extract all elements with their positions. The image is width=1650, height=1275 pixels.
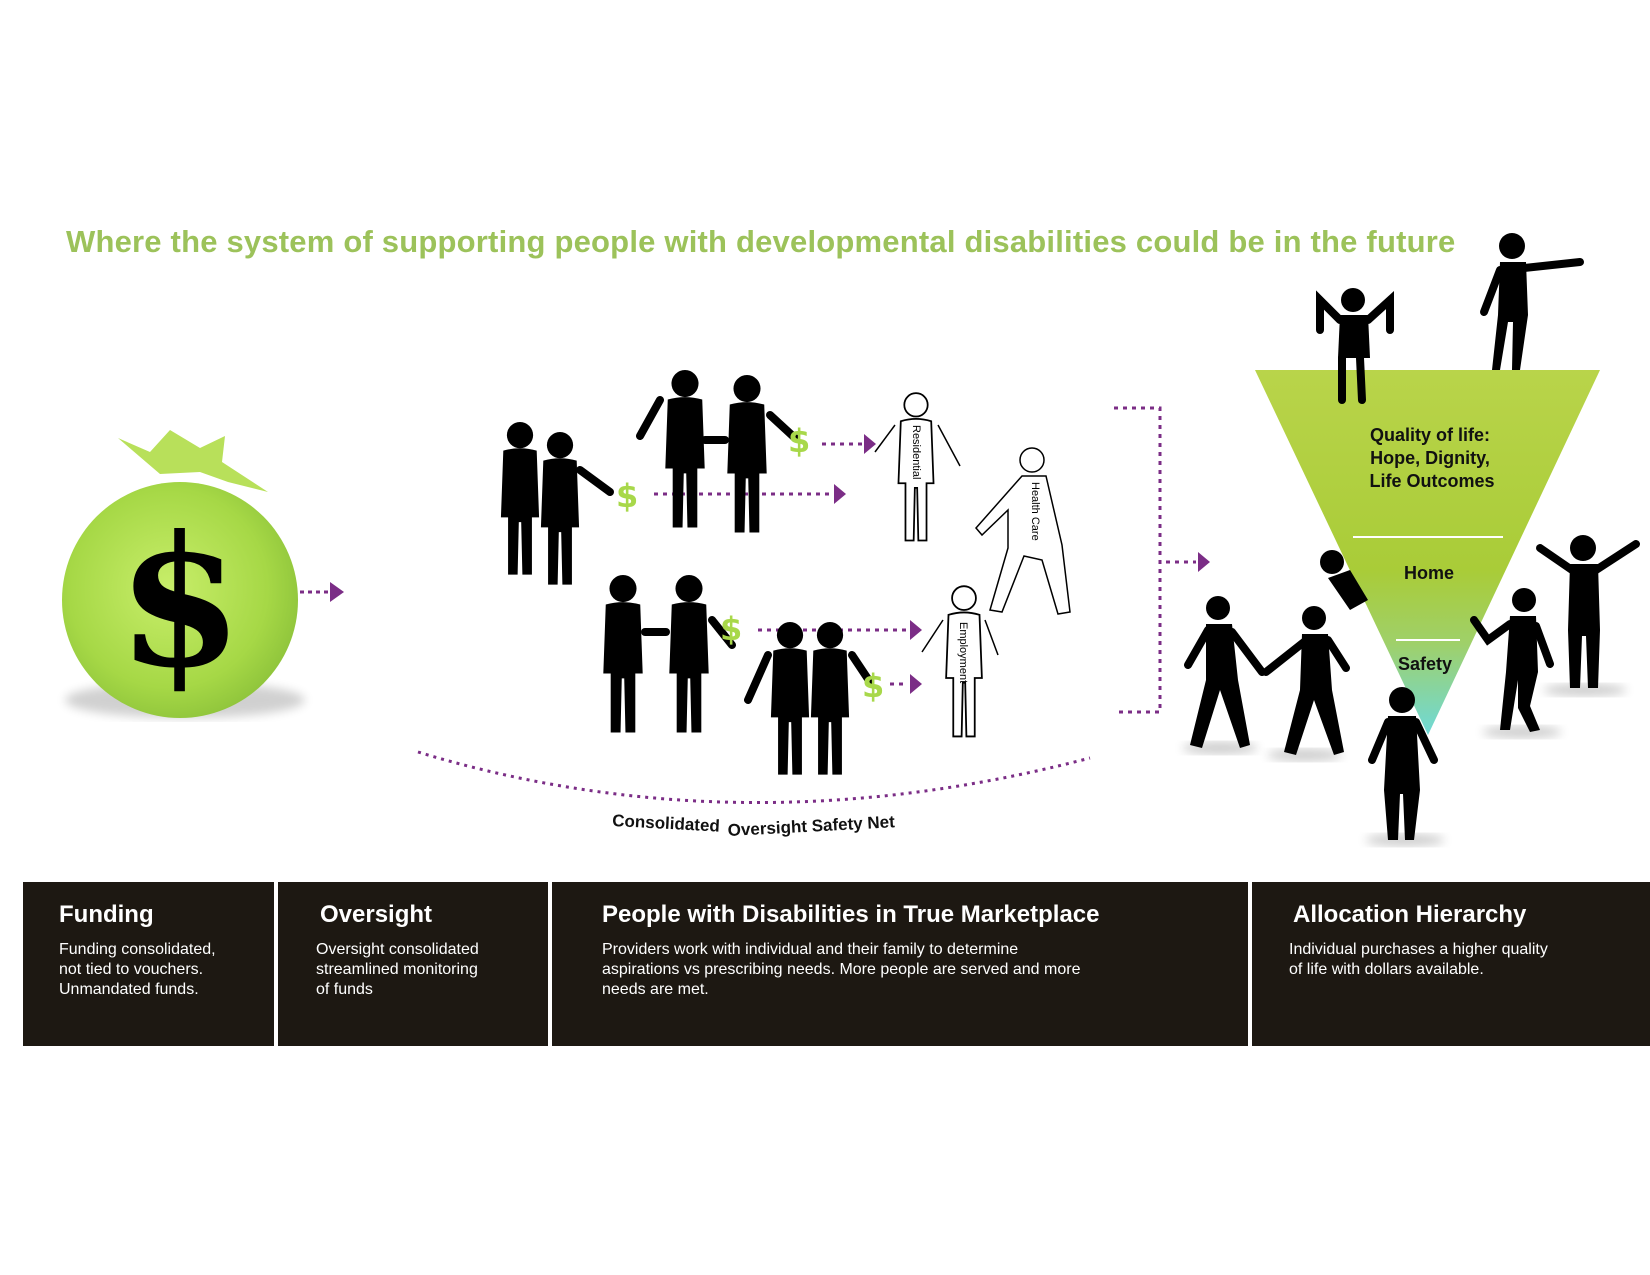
safety-net: Consolidated Oversight Safety Net (417, 750, 1091, 840)
hierarchy-top-line2: Hope, Dignity, (1370, 448, 1490, 468)
panel-line: of life with dollars available. (1289, 961, 1484, 978)
panel-line: Individual purchases a higher quality (1289, 941, 1548, 958)
panel-line: streamlined monitoring (316, 961, 478, 978)
bracket (1114, 406, 1210, 714)
label-individual: Individual (812, 655, 824, 701)
money-bag-icon: $ (62, 430, 305, 718)
label-guardian: Guardian (772, 655, 784, 700)
panel-text: Oversight consolidated streamlined monit… (316, 940, 479, 1000)
panel-marketplace: People with Disabilities in True Marketp… (552, 882, 1248, 1046)
dollar-icon: $ (720, 610, 742, 648)
safety-net-label-2: Oversight Safety Net (727, 812, 895, 840)
pair-2: Guardian Individual $ (636, 370, 876, 533)
pair-1: Guardian Individual $ (500, 422, 846, 585)
label-guardian: Guardian (522, 465, 534, 510)
hierarchy-top-line1: Quality of life: (1370, 425, 1490, 445)
panel-allocation: Allocation Hierarchy Individual purchase… (1252, 882, 1650, 1046)
label-residential: Residential (910, 425, 922, 479)
panel-line: Oversight consolidated (316, 941, 479, 958)
dollar-icon: $ (616, 477, 638, 515)
label-guardian: Guardian (676, 410, 688, 455)
panel-text: Individual purchases a higher quality of… (1289, 940, 1548, 980)
panel-line: Providers work with individual and their… (602, 941, 1019, 958)
panel-text: Funding consolidated, not tied to vouche… (59, 940, 216, 1000)
provider-health-care: Health Care (975, 447, 1071, 615)
arrow-funding (300, 582, 344, 602)
panel-oversight: Oversight Oversight consolidated streaml… (278, 882, 548, 1046)
hierarchy-triangle (1255, 370, 1600, 735)
hierarchy-middle: Home (1404, 563, 1454, 583)
person-walking-2-icon (1262, 606, 1350, 761)
panel-title: Allocation Hierarchy (1293, 901, 1527, 928)
panel-line: Unmandated funds. (59, 981, 199, 998)
pair-3: Guardian Individual $ (603, 575, 922, 733)
panel-line: not tied to vouchers. (59, 961, 204, 978)
person-walking-1-icon (1182, 596, 1266, 754)
panel-funding: Funding Funding consolidated, not tied t… (23, 882, 274, 1046)
label-health-care: Health Care (1029, 482, 1041, 541)
page-title: Where the system of supporting people wi… (66, 224, 1456, 259)
person-pointing-icon (1480, 233, 1584, 370)
person-sitting-icon (1316, 288, 1394, 404)
panel-title: Oversight (320, 901, 433, 928)
label-individual: Individual (738, 420, 750, 466)
dollar-icon: $ (862, 667, 884, 705)
allocation-hierarchy: Quality of life: Hope, Dignity, Life Out… (1255, 370, 1600, 735)
panel-title: People with Disabilities in True Marketp… (602, 901, 1100, 928)
diagram-canvas: $ Guardian Individual $ Guardian Individ… (62, 233, 1640, 846)
provider-employment: Employment (921, 585, 999, 738)
person-front-icon (1365, 687, 1445, 846)
label-guardian: Guardian (614, 615, 626, 660)
person-right-icon (1470, 588, 1562, 738)
panel-text: Providers work with individual and their… (602, 940, 1080, 1000)
person-cheering-icon (1536, 535, 1640, 696)
panel-line: of funds (316, 981, 373, 998)
panel-line: needs are met. (602, 981, 709, 998)
label-individual: Individual (562, 472, 574, 518)
panel-line: Funding consolidated, (59, 941, 216, 958)
dollar-icon: $ (788, 422, 810, 460)
safety-net-label-1: Consolidated (612, 811, 721, 836)
pair-4: Guardian Individual $ (744, 622, 922, 775)
provider-residential: Residential (874, 392, 961, 542)
label-employment: Employment (957, 622, 969, 683)
dollar-sign: $ (117, 497, 242, 708)
decorative-people (1182, 233, 1640, 846)
hierarchy-top-line3: Life Outcomes (1369, 471, 1494, 491)
panel-title: Funding (59, 901, 154, 928)
panel-line: aspirations vs prescribing needs. More p… (602, 961, 1081, 978)
label-individual: Individual (680, 615, 692, 661)
person-leaning-icon (1320, 550, 1368, 610)
hierarchy-bottom: Safety (1398, 654, 1452, 674)
